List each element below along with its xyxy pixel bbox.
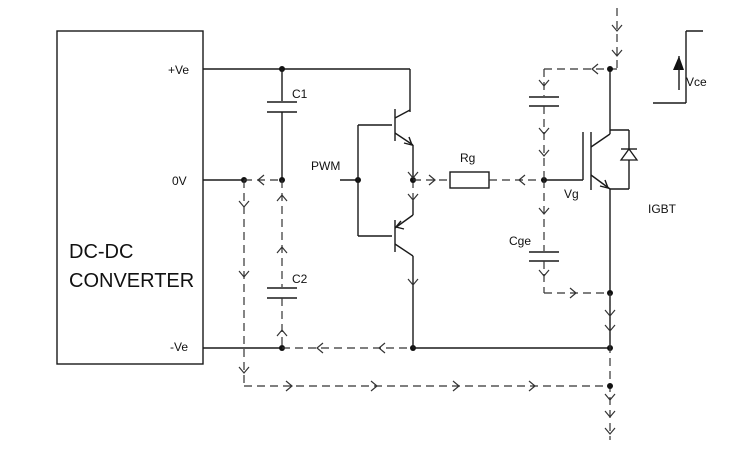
- c2-label: C2: [292, 272, 308, 286]
- pwm-label: PWM: [311, 159, 340, 173]
- gate-line: [544, 132, 584, 181]
- terminal-neg-label: -Ve: [170, 340, 188, 354]
- left-return-path: [238, 180, 610, 392]
- gate-resistor-rg: [413, 171, 547, 189]
- rg-label: Rg: [460, 151, 475, 165]
- terminal-zero-label: 0V: [172, 174, 187, 188]
- converter-title-line2: CONVERTER: [69, 270, 194, 292]
- igbt-label: IGBT: [648, 202, 677, 216]
- neg-rail: [203, 342, 613, 354]
- pwm-input: [340, 124, 392, 237]
- collector-top-dashed: [611, 8, 623, 69]
- c1-label: C1: [292, 87, 308, 101]
- vce-label: Vce: [686, 75, 707, 89]
- vg-label: Vg: [564, 187, 579, 201]
- miller-capacitor: [529, 63, 617, 180]
- capacitor-c1: [267, 101, 297, 180]
- upper-transistor: [394, 109, 414, 180]
- terminal-pos-label: +Ve: [168, 63, 189, 77]
- pos-rail: [203, 66, 411, 112]
- vce-indicator: [653, 30, 703, 104]
- igbt-symbol: [590, 66, 639, 348]
- capacitor-cge: [529, 180, 610, 299]
- converter-title-line1: DC-DC: [69, 241, 133, 263]
- capacitor-c2: [267, 180, 297, 348]
- lower-transistor: [394, 200, 414, 348]
- right-bottom-dashed: [604, 293, 616, 440]
- dc-dc-converter-box: [56, 30, 204, 365]
- cge-label: Cge: [509, 234, 531, 248]
- totem-output-node: [407, 171, 419, 286]
